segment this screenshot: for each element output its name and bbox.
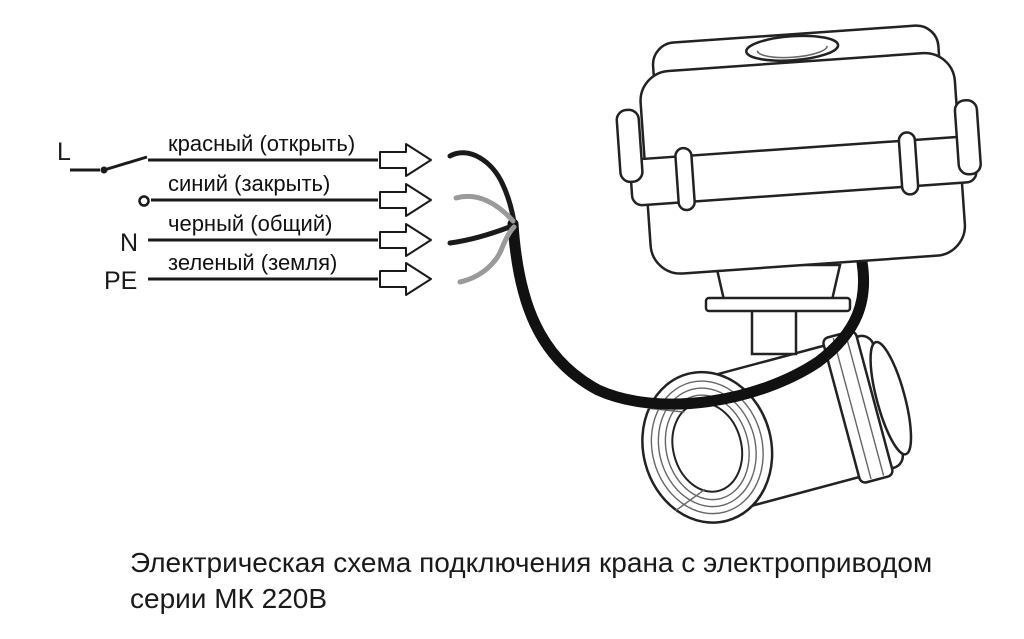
- flow-arrow-icon: [379, 143, 432, 177]
- switch-symbol: [70, 155, 150, 207]
- wire-label-green: зеленый (земля): [168, 250, 338, 275]
- caption-line-2: серии МК 220В: [130, 583, 328, 614]
- terminal-label-pe: PE: [104, 267, 138, 295]
- wire-strands: [447, 150, 517, 285]
- flow-arrow-icon: [379, 223, 432, 257]
- wire-label-red: красный (открыть): [168, 131, 356, 156]
- valve-mounting-neck: [704, 263, 852, 356]
- caption-line-1: Электрическая схема подключения крана с …: [130, 547, 933, 578]
- ball-valve-illustration: [641, 330, 913, 524]
- flow-arrow-icon: [379, 183, 432, 217]
- wire-label-blue: синий (закрыть): [168, 171, 331, 196]
- wire-label-black: черный (общий): [168, 211, 333, 236]
- flow-arrow-icon: [379, 262, 432, 296]
- power-cable: [507, 218, 870, 410]
- terminal-label-l: L: [57, 138, 71, 166]
- valve-actuator-illustration: [615, 24, 982, 275]
- diagram-caption: Электрическая схема подключения крана с …: [130, 545, 932, 617]
- terminal-label-n: N: [120, 229, 139, 257]
